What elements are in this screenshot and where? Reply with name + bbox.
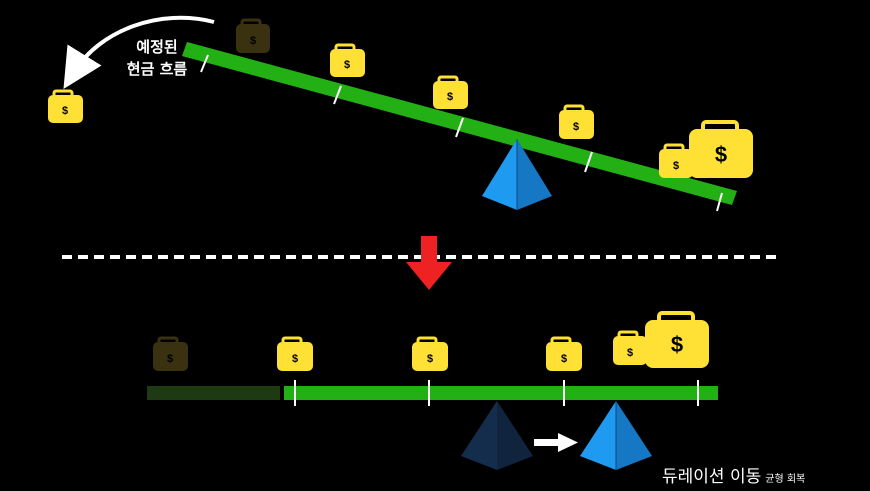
cash-flow-label-line2: 현금 흐름 (126, 60, 188, 78)
top-seesaw (182, 42, 737, 212)
bottom-seesaw (147, 380, 718, 470)
money-bag-icon: $ (433, 75, 468, 109)
money-bag-icon: $ (277, 336, 313, 371)
svg-text:$: $ (671, 332, 683, 357)
caption-title: 듀레이션 이동 (662, 467, 762, 487)
svg-text:$: $ (62, 105, 68, 117)
svg-text:$: $ (427, 353, 433, 365)
svg-text:$: $ (344, 59, 350, 71)
top-beam (182, 42, 737, 205)
money-bag-icon: $ (412, 336, 448, 371)
svg-text:$: $ (167, 353, 173, 365)
top-bags: $ $ $ $ $ $ $ (48, 18, 753, 178)
bottom-beam-ticks (294, 380, 699, 406)
bottom-bags: $ $ $ $ $ $ (153, 311, 709, 371)
svg-text:$: $ (627, 347, 633, 359)
curved-arrow-icon (63, 15, 215, 89)
down-arrow-icon (406, 236, 452, 290)
svg-text:$: $ (292, 353, 298, 365)
top-beam-ticks (200, 54, 723, 212)
money-bag-icon: $ (48, 89, 83, 123)
cash-flow-label-line1: 예정된 (136, 38, 178, 56)
money-bag-icon: $ (546, 336, 582, 371)
large-money-bag-icon: $ (689, 120, 753, 178)
caption-subtitle: 균형 회복 (765, 474, 806, 485)
svg-text:$: $ (673, 160, 679, 172)
money-bag-icon: $ (659, 143, 693, 178)
old-fulcrum-icon (461, 401, 533, 470)
large-money-bag-icon: $ (645, 311, 709, 368)
svg-text:$: $ (715, 142, 727, 167)
svg-text:$: $ (573, 121, 579, 133)
svg-text:$: $ (561, 353, 567, 365)
money-bag-icon: $ (613, 330, 647, 365)
money-bag-icon: $ (236, 18, 270, 53)
faded-beam-segment (147, 386, 280, 400)
new-fulcrum-icon (580, 401, 652, 470)
svg-text:$: $ (447, 91, 453, 103)
money-bag-icon: $ (559, 104, 594, 139)
right-arrow-icon (534, 433, 578, 452)
faded-money-bag-icon: $ (153, 336, 188, 371)
bottom-beam (284, 386, 718, 400)
money-bag-icon: $ (330, 43, 365, 77)
top-fulcrum-icon (482, 139, 552, 210)
cash-flow-label: 예정된 현금 흐름 (112, 36, 202, 80)
svg-text:$: $ (250, 35, 256, 47)
